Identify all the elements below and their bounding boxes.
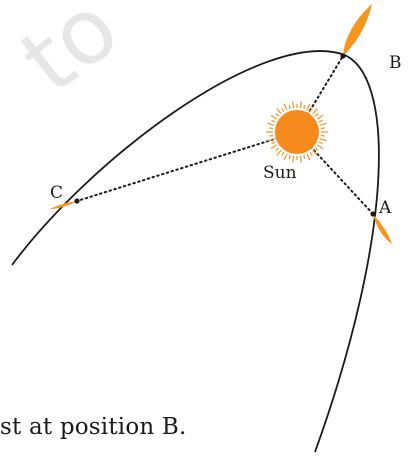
sun-ray — [303, 104, 306, 110]
comet-c — [50, 198, 80, 209]
sun-ray — [316, 114, 324, 120]
line-sun-to-a — [296, 131, 374, 215]
sun-rays — [266, 101, 328, 163]
sun-ray — [309, 108, 313, 113]
comet-a-nucleus — [370, 211, 376, 217]
sun-ray — [320, 134, 325, 137]
sun-ray — [320, 127, 325, 130]
sun-ray — [319, 138, 327, 142]
sun-ray — [288, 104, 291, 110]
sun-ray — [269, 134, 274, 137]
sun-ray — [291, 155, 295, 163]
label-c: C — [50, 183, 63, 203]
sun-ray — [275, 113, 280, 117]
caption-text: st at position B. — [0, 414, 187, 440]
sun-ray — [267, 122, 275, 126]
watermark: to — [2, 0, 138, 113]
sun-ray — [303, 154, 306, 160]
line-sun-to-c — [76, 131, 298, 202]
sun-ray — [276, 149, 282, 156]
sun-ray — [318, 119, 323, 123]
sun-ray — [276, 108, 282, 115]
sun-ray — [312, 149, 318, 156]
sun-ray — [288, 154, 291, 160]
comet-b-nucleus — [340, 53, 346, 59]
sun-ray — [306, 103, 311, 111]
sun-ray — [275, 147, 280, 151]
sun-ray — [281, 151, 285, 156]
sun-ray — [271, 119, 276, 123]
sun-ray — [299, 101, 303, 109]
sun-ray — [316, 144, 324, 150]
sun-ray — [269, 127, 274, 130]
sun-ray — [270, 144, 278, 150]
sun-ray — [283, 103, 288, 111]
comet-b — [340, 4, 372, 59]
sun-ray — [314, 147, 319, 151]
sun-ray — [306, 153, 311, 161]
comet-a — [370, 211, 392, 244]
sun-ray — [309, 151, 313, 156]
sun-ray — [267, 138, 275, 142]
comet-b-tail — [343, 4, 372, 56]
sun-ray — [318, 141, 323, 145]
comet-a-tail — [373, 214, 392, 244]
sun-ray — [283, 153, 288, 161]
sun-ray — [312, 108, 318, 115]
sun-ray — [270, 114, 278, 120]
label-a: A — [378, 198, 392, 218]
sun-ray — [291, 101, 295, 109]
sun-ray — [299, 155, 303, 163]
label-b: B — [389, 53, 402, 73]
sun-disc — [275, 110, 319, 154]
sun-ray — [319, 122, 327, 126]
sun-ray — [314, 113, 319, 117]
watermark-text: to — [2, 0, 138, 113]
sun-ray — [271, 141, 276, 145]
comet-c-nucleus — [74, 198, 80, 204]
sun — [266, 101, 328, 163]
label-sun: Sun — [263, 163, 297, 183]
sun-ray — [281, 108, 285, 113]
comet-c-tail — [50, 201, 77, 209]
